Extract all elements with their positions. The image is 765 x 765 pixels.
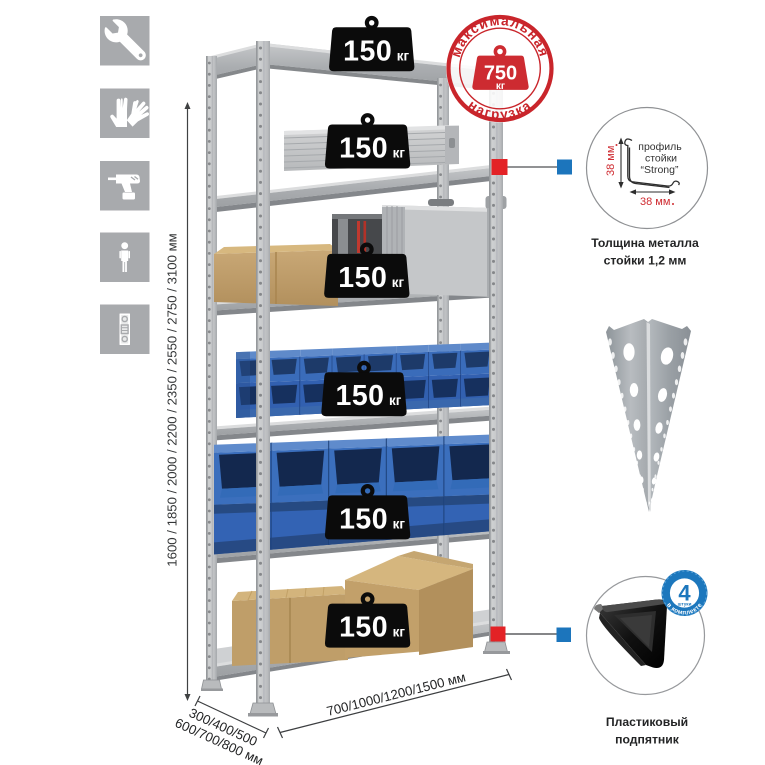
svg-text:Толщина металла: Толщина металла <box>591 236 699 250</box>
svg-text:700/1000/1200/1500 мм: 700/1000/1200/1500 мм <box>325 669 467 719</box>
svg-text:кг: кг <box>496 81 505 92</box>
svg-text:профиль: профиль <box>638 141 682 153</box>
svg-text:1600 / 1850 / 2000 / 2200 / 23: 1600 / 1850 / 2000 / 2200 / 2350 / 2550 … <box>165 233 180 566</box>
svg-text:38 мм: 38 мм <box>640 196 670 208</box>
svg-text:38 мм: 38 мм <box>605 146 617 176</box>
svg-text:750: 750 <box>484 63 517 85</box>
svg-text:“Strong”: “Strong” <box>641 164 679 176</box>
svg-text:подпятник: подпятник <box>615 733 680 747</box>
svg-text:стойки 1,2 мм: стойки 1,2 мм <box>604 254 687 268</box>
svg-text:штуки: штуки <box>678 602 692 607</box>
svg-text:стойки: стойки <box>645 153 677 165</box>
svg-text:Пластиковый: Пластиковый <box>606 715 688 729</box>
svg-text:4: 4 <box>678 581 691 606</box>
